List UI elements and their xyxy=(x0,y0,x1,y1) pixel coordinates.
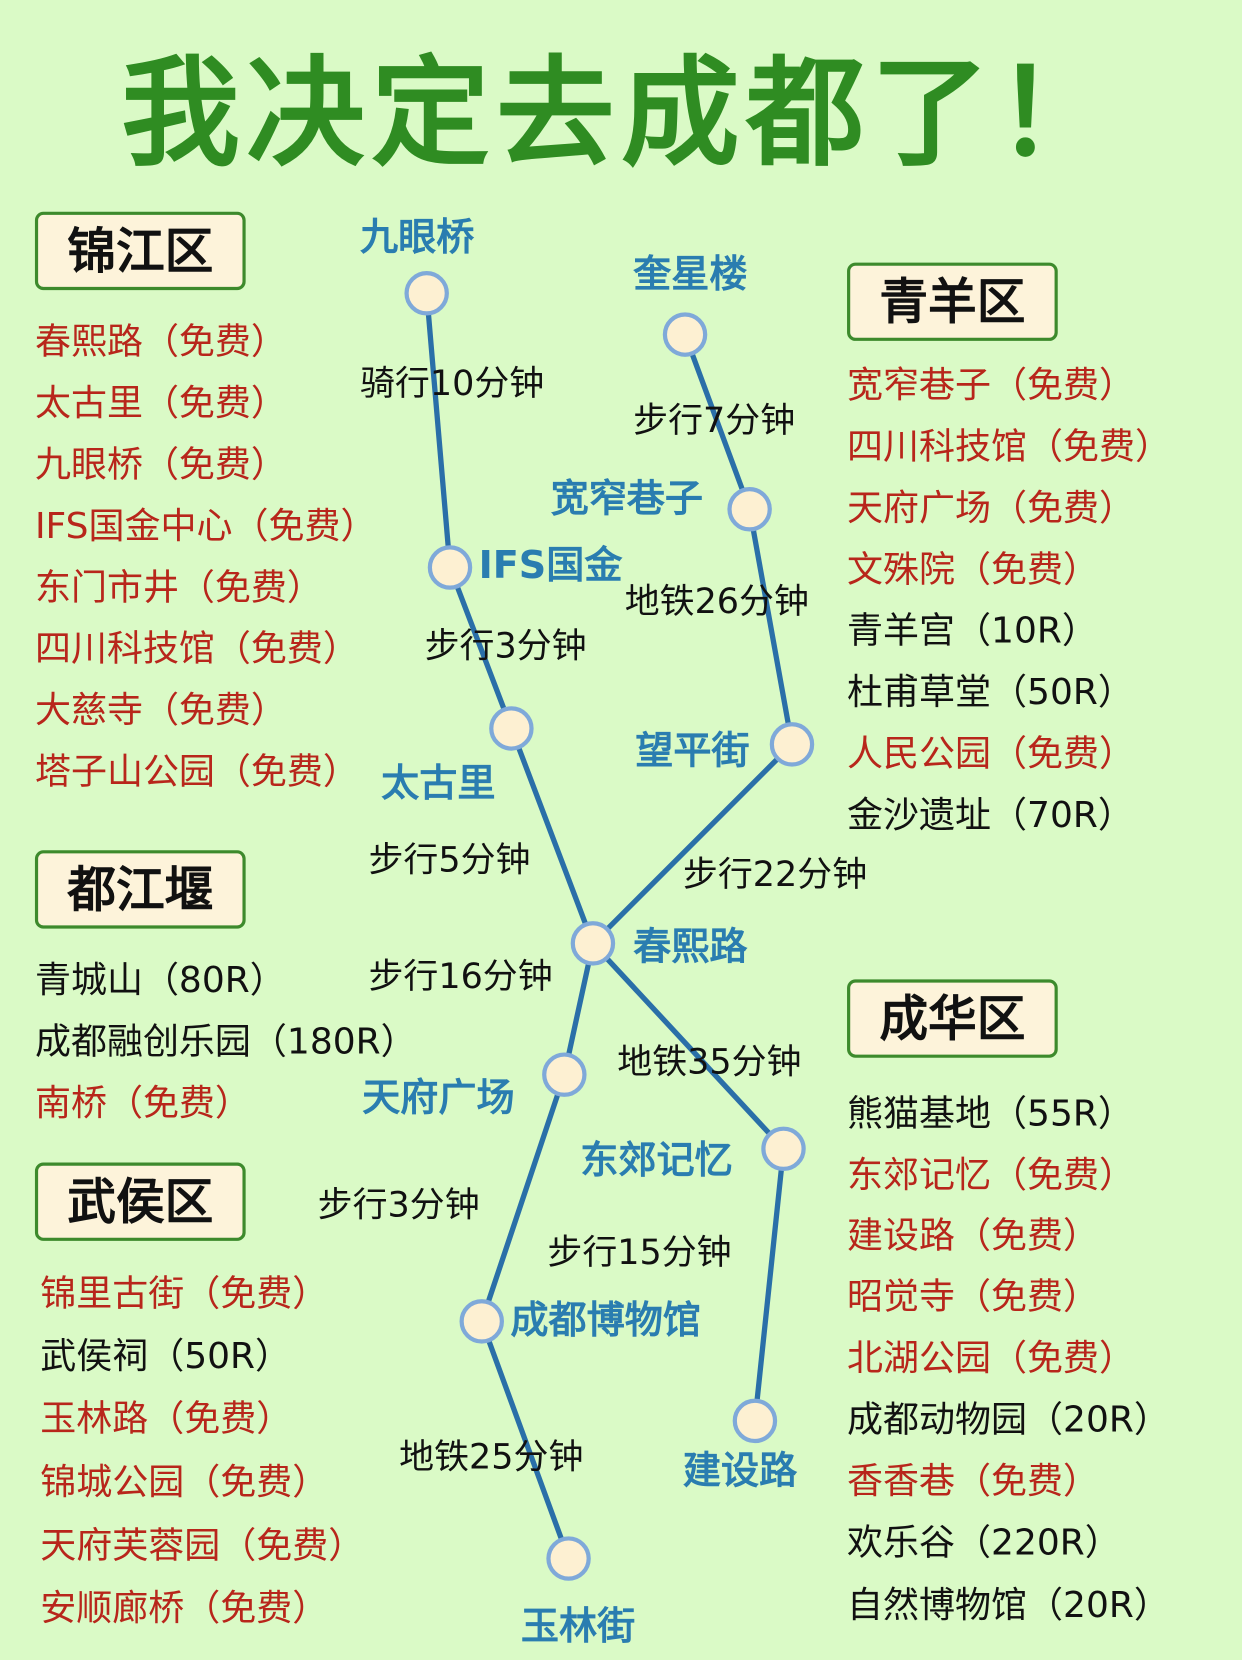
station-label: 玉林街 xyxy=(520,1605,636,1649)
attraction-item: 锦城公园（免费） xyxy=(40,1461,329,1504)
attraction-item: 青羊宫（10R） xyxy=(847,609,1098,653)
page-title: 我决定去成都了！ xyxy=(121,45,1121,184)
attraction-item: 文殊院（免费） xyxy=(847,548,1100,591)
attraction-item: IFS国金中心（免费） xyxy=(34,505,377,548)
route-time-label: 骑行10分钟 xyxy=(359,362,545,404)
station-node xyxy=(761,1126,806,1172)
route-line xyxy=(424,293,787,1422)
route-time-label: 步行3分钟 xyxy=(424,624,587,666)
route-time-label: 步行15分钟 xyxy=(547,1231,732,1273)
district-label: 锦江区 xyxy=(34,211,246,291)
station-node xyxy=(662,312,708,357)
attraction-item: 北湖公园（免费） xyxy=(847,1337,1136,1380)
attraction-item: 南桥（免费） xyxy=(34,1082,251,1125)
route-time-label: 地铁35分钟 xyxy=(617,1040,802,1083)
station-label: 成都博物馆 xyxy=(510,1299,701,1343)
attraction-item: 春熙路（免费） xyxy=(34,320,287,364)
station-label: IFS国金 xyxy=(478,544,623,588)
attraction-item: 东门市井（免费） xyxy=(34,566,323,609)
station-label: 奎星楼 xyxy=(633,253,748,297)
route-time-label: 步行22分钟 xyxy=(682,853,868,895)
attraction-item: 塔子山公园（免费） xyxy=(34,750,359,794)
station-node xyxy=(570,921,616,966)
station-label: 春熙路 xyxy=(633,925,748,969)
route-time-label: 步行7分钟 xyxy=(633,399,796,441)
attraction-item: 玉林路（免费） xyxy=(40,1397,293,1440)
attraction-item: 东郊记忆（免费） xyxy=(847,1154,1136,1197)
station-label: 太古里 xyxy=(381,762,496,806)
station-node xyxy=(732,1398,778,1444)
attraction-item: 自然博物馆（20R） xyxy=(847,1583,1170,1627)
attraction-item: 四川科技馆（免费） xyxy=(847,425,1172,468)
district-label: 成华区 xyxy=(847,979,1058,1058)
attraction-item: 四川科技馆（免费） xyxy=(34,627,359,671)
district-label: 都江堰 xyxy=(34,850,246,929)
attraction-item: 九眼桥（免费） xyxy=(34,443,287,486)
route-time-label: 地铁25分钟 xyxy=(399,1435,584,1478)
district-label: 武侯区 xyxy=(34,1162,246,1241)
station-label: 东郊记忆 xyxy=(580,1139,733,1183)
attraction-item: 太古里（免费） xyxy=(34,382,287,425)
route-time-label: 步行3分钟 xyxy=(317,1183,480,1226)
attraction-item: 青城山（80R） xyxy=(34,959,286,1002)
attraction-item: 金沙遗址（70R） xyxy=(847,794,1134,837)
district-label: 青羊区 xyxy=(847,262,1058,341)
attraction-item: 武侯祠（50R） xyxy=(40,1335,292,1378)
attraction-item: 天府广场（免费） xyxy=(847,487,1136,530)
attraction-item: 欢乐谷（220R） xyxy=(847,1521,1121,1564)
station-label: 宽窄巷子 xyxy=(550,477,704,521)
station-label: 九眼桥 xyxy=(359,215,475,260)
station-node xyxy=(769,722,815,767)
attraction-item: 锦里古街（免费） xyxy=(40,1272,329,1316)
station-label: 建设路 xyxy=(682,1449,798,1493)
station-label: 天府广场 xyxy=(362,1076,515,1121)
attraction-item: 香香巷（免费） xyxy=(847,1460,1100,1503)
station-node xyxy=(404,271,449,316)
attraction-item: 昭觉寺（免费） xyxy=(847,1275,1100,1319)
station-node xyxy=(546,1536,591,1581)
attraction-item: 杜甫草堂（50R） xyxy=(847,671,1134,714)
station-node xyxy=(459,1299,504,1344)
station-label: 望平街 xyxy=(635,729,750,773)
attraction-item: 安顺廊桥（免费） xyxy=(40,1587,329,1630)
attraction-item: 成都融创乐园（180R） xyxy=(34,1020,417,1064)
attraction-item: 人民公园（免费） xyxy=(847,732,1136,776)
attraction-item: 大慈寺（免费） xyxy=(34,689,287,732)
attraction-item: 建设路（免费） xyxy=(847,1214,1100,1257)
route-time-label: 地铁26分钟 xyxy=(624,580,809,622)
station-node xyxy=(427,545,473,590)
attraction-item: 宽窄巷子（免费） xyxy=(847,364,1136,407)
station-node xyxy=(542,1052,587,1097)
attraction-item: 天府芙蓉园（免费） xyxy=(40,1524,365,1568)
route-time-label: 步行5分钟 xyxy=(368,838,531,880)
attraction-item: 成都动物园（20R） xyxy=(847,1398,1170,1442)
route-time-label: 步行16分钟 xyxy=(368,955,553,997)
attraction-item: 熊猫基地（55R） xyxy=(847,1092,1134,1136)
station-node xyxy=(727,487,772,532)
station-node xyxy=(489,706,534,751)
